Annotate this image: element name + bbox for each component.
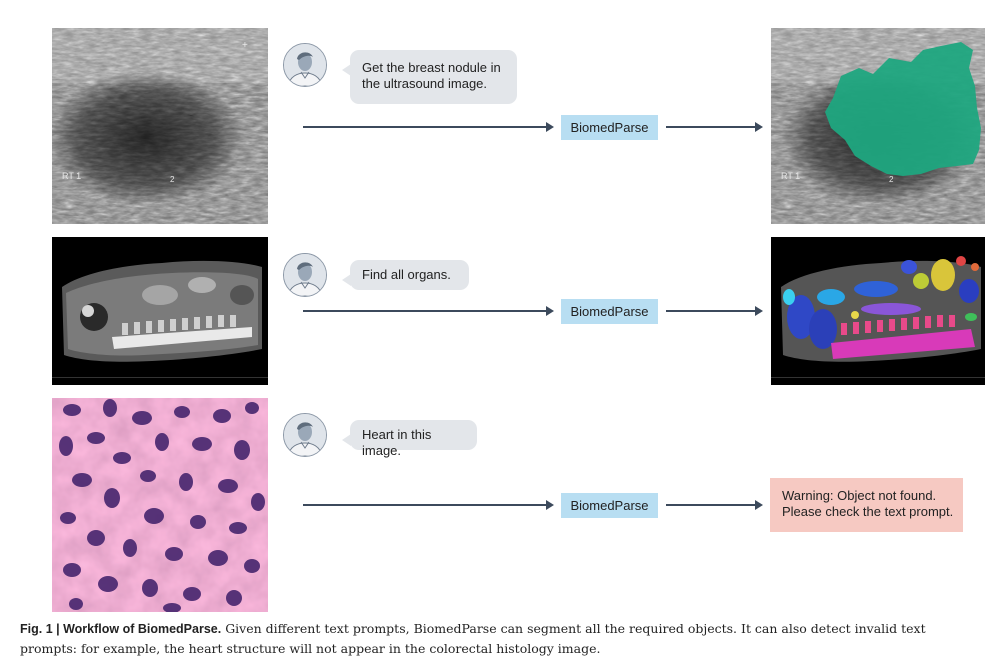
us-out-label-rt1: RT 1 [781, 171, 800, 181]
us-label-2: 2 [170, 175, 175, 184]
caption-text: Given different text prompts, BiomedPars… [20, 621, 926, 656]
arrow-model-to-output-2 [666, 306, 763, 316]
us-label-rt1: RT 1 [62, 171, 81, 181]
user-avatar-icon [283, 413, 327, 457]
figure-caption: Fig. 1 | Workflow of BiomedParse. Given … [20, 619, 980, 658]
biomedparse-box-2: BiomedParse [561, 299, 658, 324]
biomedparse-box-1: BiomedParse [561, 115, 658, 140]
prompt-text-3: Heart in this image. [362, 427, 432, 458]
warning-box: Warning: Object not found. Please check … [770, 478, 963, 532]
arrow-input-to-model-1 [303, 122, 554, 132]
ct-output-image [771, 237, 985, 385]
prompt-bubble-2: Find all organs. [342, 260, 469, 290]
biomedparse-box-3: BiomedParse [561, 493, 658, 518]
us-out-label-2: 2 [889, 175, 894, 184]
warning-line-1: Warning: Object not found. [782, 488, 937, 503]
prompt-text-2: Find all organs. [362, 267, 451, 282]
arrow-input-to-model-3 [303, 500, 554, 510]
breast-nodule-mask [825, 42, 981, 176]
arrow-input-to-model-2 [303, 306, 554, 316]
prompt-bubble-3: Heart in this image. [342, 420, 477, 458]
user-avatar-icon [283, 253, 327, 297]
ultrasound-output-image: RT 1 2 [771, 28, 985, 224]
organ-masks [783, 256, 979, 359]
histology-input-image [52, 398, 268, 612]
svg-text:+: + [242, 40, 248, 51]
caption-label: Fig. 1 | Workflow of BiomedParse. [20, 622, 222, 636]
prompt-text-1: Get the breast nodule in the ultrasound … [362, 60, 501, 91]
ct-input-image [52, 237, 268, 385]
arrow-model-to-output-1 [666, 122, 763, 132]
arrow-model-to-output-3 [666, 500, 763, 510]
warning-line-2: Please check the text prompt. [782, 504, 954, 519]
user-avatar-icon [283, 43, 327, 87]
ultrasound-input-image: RT 1 2 + [52, 28, 268, 224]
prompt-bubble-1: Get the breast nodule in the ultrasound … [342, 50, 517, 104]
